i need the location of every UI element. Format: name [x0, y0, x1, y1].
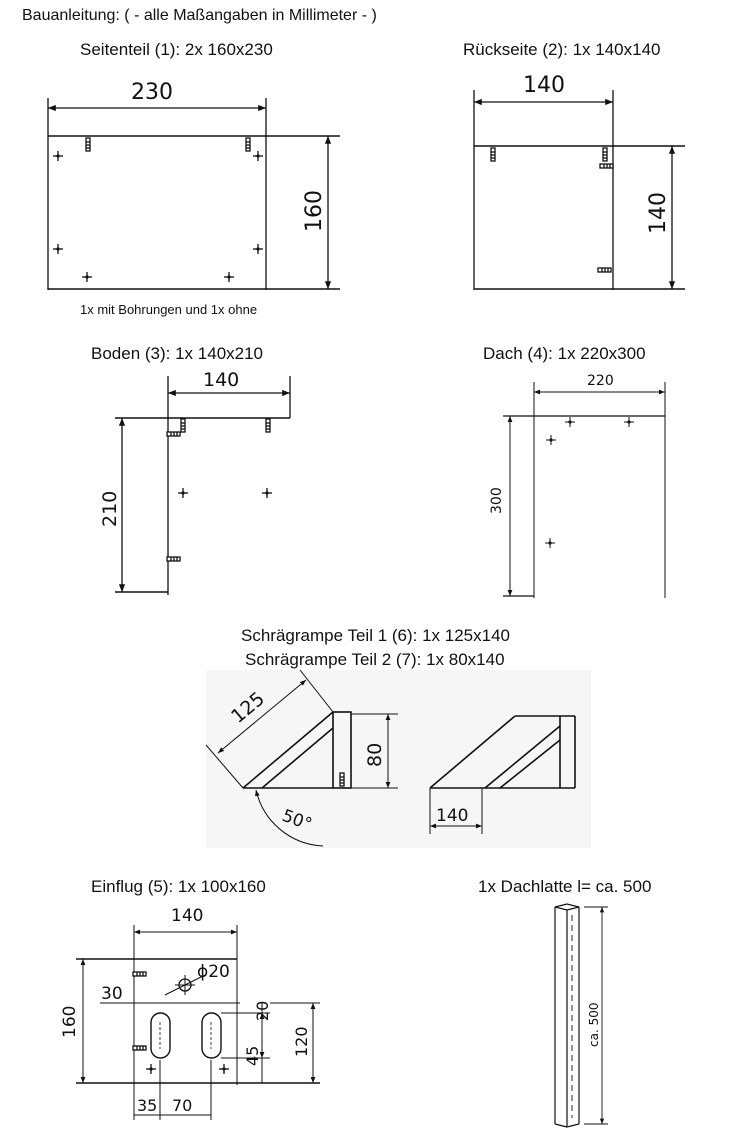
schraegrampe-caption-2: Schrägrampe Teil 2 (7): 1x 80x140: [245, 650, 505, 669]
boden-height-label: 210: [99, 491, 121, 527]
dachlatte-drawing: ca. 500: [554, 903, 608, 1128]
dach-width-label: 220: [587, 373, 614, 389]
rueckseite-height-label: 140: [646, 192, 671, 234]
einflug-offset-label: 30: [101, 984, 123, 1004]
schraegrampe-depth-label: 140: [436, 806, 468, 826]
einflug-inner-height-label: 120: [292, 1026, 311, 1057]
seitenteil-note: 1x mit Bohrungen und 1x ohne: [80, 302, 258, 317]
schraegrampe-caption-1: Schrägrampe Teil 1 (6): 1x 125x140: [241, 626, 511, 645]
dach-caption: Dach (4): 1x 220x300: [483, 344, 646, 363]
boden-caption: Boden (3): 1x 140x210: [91, 344, 264, 363]
boden-drawing: 140 210: [99, 369, 291, 595]
einflug-drawing: 140 160 ϕ20 30 20 45 120 35 70: [60, 906, 320, 1120]
einflug-left-offset-label: 35: [137, 1096, 157, 1115]
einflug-hole-label: ϕ20: [197, 962, 230, 982]
schraegrampe-height-label: 80: [364, 743, 386, 767]
dachlatte-caption: 1x Dachlatte l= ca. 500: [478, 877, 652, 896]
rueckseite-caption: Rückseite (2): 1x 140x140: [463, 40, 661, 59]
einflug-slot-height-label: 45: [243, 1046, 262, 1066]
seitenteil-width-label: 230: [131, 80, 173, 105]
dach-drawing: 220 300: [489, 373, 666, 598]
schraegrampe-drawing: 125 80 50° 140: [205, 669, 591, 848]
einflug-caption: Einflug (5): 1x 100x160: [91, 877, 266, 896]
rueckseite-width-label: 140: [523, 73, 565, 98]
rueckseite-drawing: 140 140: [473, 73, 685, 290]
einflug-spacing-label: 70: [172, 1096, 192, 1115]
einflug-width-label: 140: [171, 906, 203, 926]
boden-width-label: 140: [203, 369, 239, 391]
dach-height-label: 300: [489, 487, 505, 514]
page-title: Bauanleitung: ( - alle Maßangaben in Mil…: [22, 7, 377, 24]
einflug-height-label: 160: [60, 1006, 80, 1038]
seitenteil-caption: Seitenteil (1): 2x 160x230: [80, 40, 273, 59]
einflug-slot-top-label: 20: [253, 1001, 272, 1021]
dachlatte-length-label: ca. 500: [587, 1003, 601, 1047]
seitenteil-height-label: 160: [302, 190, 327, 232]
seitenteil-drawing: 230 160: [47, 80, 340, 290]
